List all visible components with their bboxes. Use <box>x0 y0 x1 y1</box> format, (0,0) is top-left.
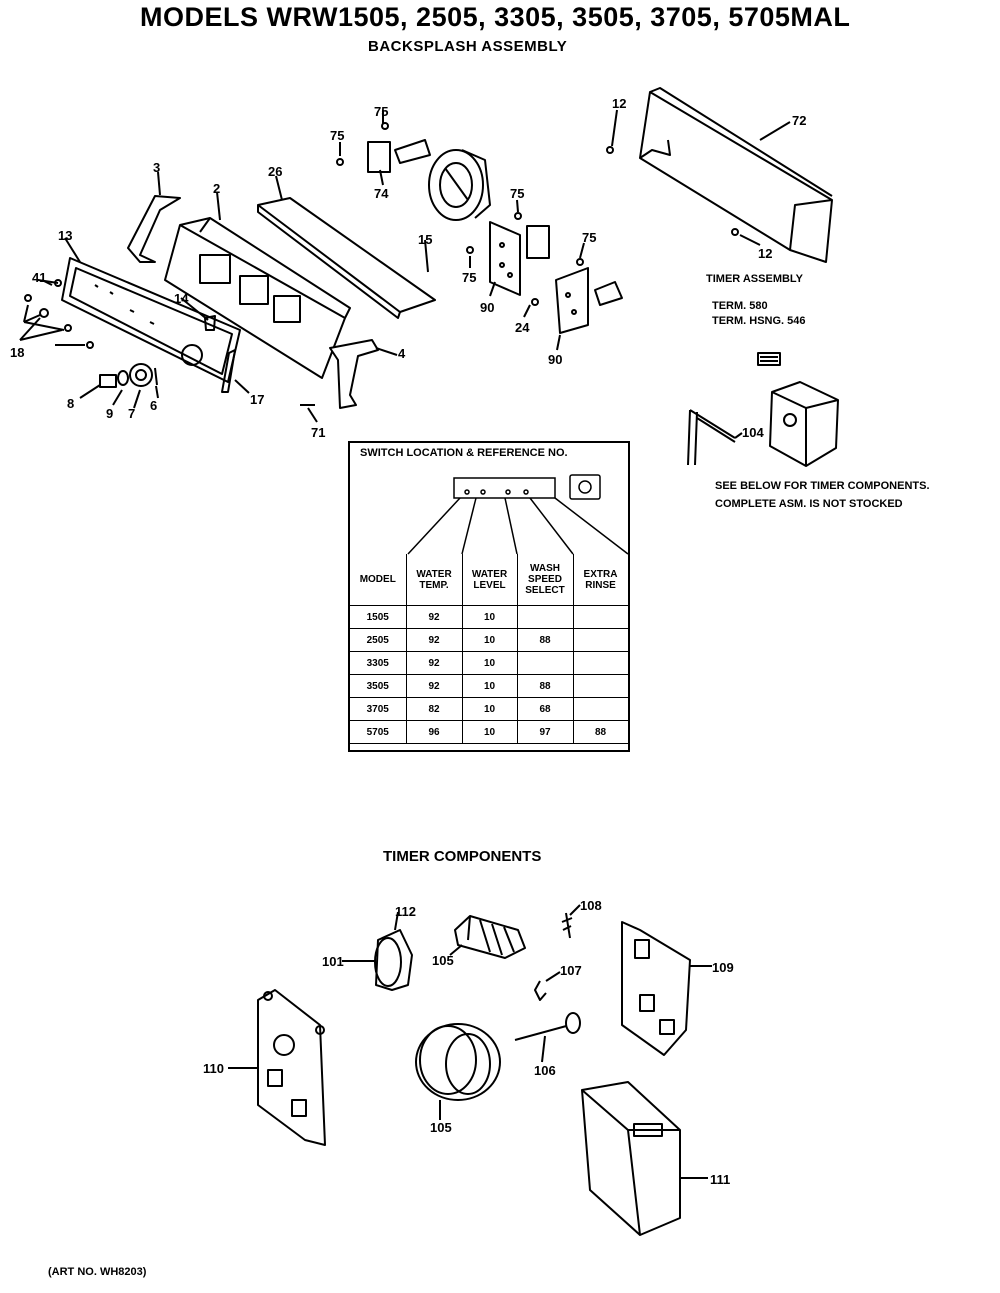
part-label: 75 <box>374 104 388 119</box>
cover-111 <box>581 1081 708 1236</box>
timer-components-title: TIMER COMPONENTS <box>383 848 542 865</box>
part-label: 12 <box>612 96 626 111</box>
part-label: 108 <box>580 898 602 913</box>
page-title: MODELS WRW1505, 2505, 3305, 3505, 3705, … <box>140 2 851 32</box>
part-label: 106 <box>534 1063 556 1078</box>
column-header: MODEL <box>350 554 407 606</box>
timer-box <box>769 381 839 467</box>
part-label: 90 <box>548 352 562 367</box>
part-label: 75 <box>330 128 344 143</box>
part-label: 112 <box>395 904 416 919</box>
switch-plate-90a <box>466 212 550 296</box>
switch-block-105 <box>449 915 526 959</box>
part-label: 71 <box>311 425 325 440</box>
switch-table-title: SWITCH LOCATION & REFERENCE NO. <box>360 447 568 459</box>
part-label: 75 <box>462 270 476 285</box>
part-label: 12 <box>758 246 772 261</box>
backsplash-housing-2 <box>164 217 351 379</box>
page-subtitle: BACKSPLASH ASSEMBLY <box>368 38 568 55</box>
part-label: 6 <box>150 398 157 413</box>
timer-note-line2: COMPLETE ASM. IS NOT STOCKED <box>715 498 903 510</box>
part-label: 75 <box>510 186 524 201</box>
switch-plate-90b <box>531 258 623 334</box>
part-label: 72 <box>792 113 806 128</box>
part-label: 101 <box>322 954 344 969</box>
switch-74 <box>336 122 431 173</box>
end-bracket-4 <box>329 339 379 409</box>
part-label: 2 <box>213 181 220 196</box>
shaft-106 <box>514 1012 581 1063</box>
part-label: 105 <box>432 953 454 968</box>
part-label: 17 <box>250 392 264 407</box>
part-label: 26 <box>268 164 282 179</box>
part-label: 9 <box>106 406 113 421</box>
part-label: 107 <box>560 963 582 978</box>
timer-assembly-label: TIMER ASSEMBLY <box>706 273 803 285</box>
clip-107 <box>534 980 547 1001</box>
wire-harness-104 <box>687 409 736 466</box>
part-label: 14 <box>174 291 189 306</box>
part-label: 7 <box>128 406 135 421</box>
part-labels: 75 75 74 75 75 75 12 72 12 3 2 26 15 13 … <box>10 96 806 1187</box>
term-label: TERM. 580 <box>712 300 768 312</box>
part-label: 105 <box>430 1120 452 1135</box>
part-label: 111 <box>710 1172 730 1187</box>
part-label: 18 <box>10 345 24 360</box>
end-bracket-3 <box>127 195 181 263</box>
part-label: 8 <box>67 396 74 411</box>
timer-note-line1: SEE BELOW FOR TIMER COMPONENTS. <box>715 480 930 492</box>
switch-location-box <box>348 441 630 752</box>
part-label: 15 <box>418 232 432 247</box>
cam-drum-105 <box>415 1023 501 1120</box>
term-housing-label: TERM. HSNG. 546 <box>712 315 806 327</box>
art-number: (ART NO. WH8203) <box>48 1266 147 1278</box>
part-label: 110 <box>203 1061 224 1076</box>
trim-strip-26 <box>257 197 436 319</box>
part-label: 13 <box>58 228 72 243</box>
part-label: 75 <box>582 230 596 245</box>
spring-108 <box>561 904 581 939</box>
motor-101 <box>342 911 413 991</box>
plate-110 <box>228 989 326 1146</box>
control-panel-13 <box>61 257 241 383</box>
part-label: 41 <box>32 270 46 285</box>
part-label: 24 <box>515 320 530 335</box>
part-label: 109 <box>712 960 734 975</box>
part-label: 104 <box>742 425 764 440</box>
timer-support-72 <box>606 87 833 263</box>
part-label: 90 <box>480 300 494 315</box>
part-label: 4 <box>398 346 406 361</box>
timer-cam <box>428 149 491 221</box>
part-label: 74 <box>374 186 389 201</box>
part-label: 3 <box>153 160 160 175</box>
frame-109 <box>621 921 712 1056</box>
